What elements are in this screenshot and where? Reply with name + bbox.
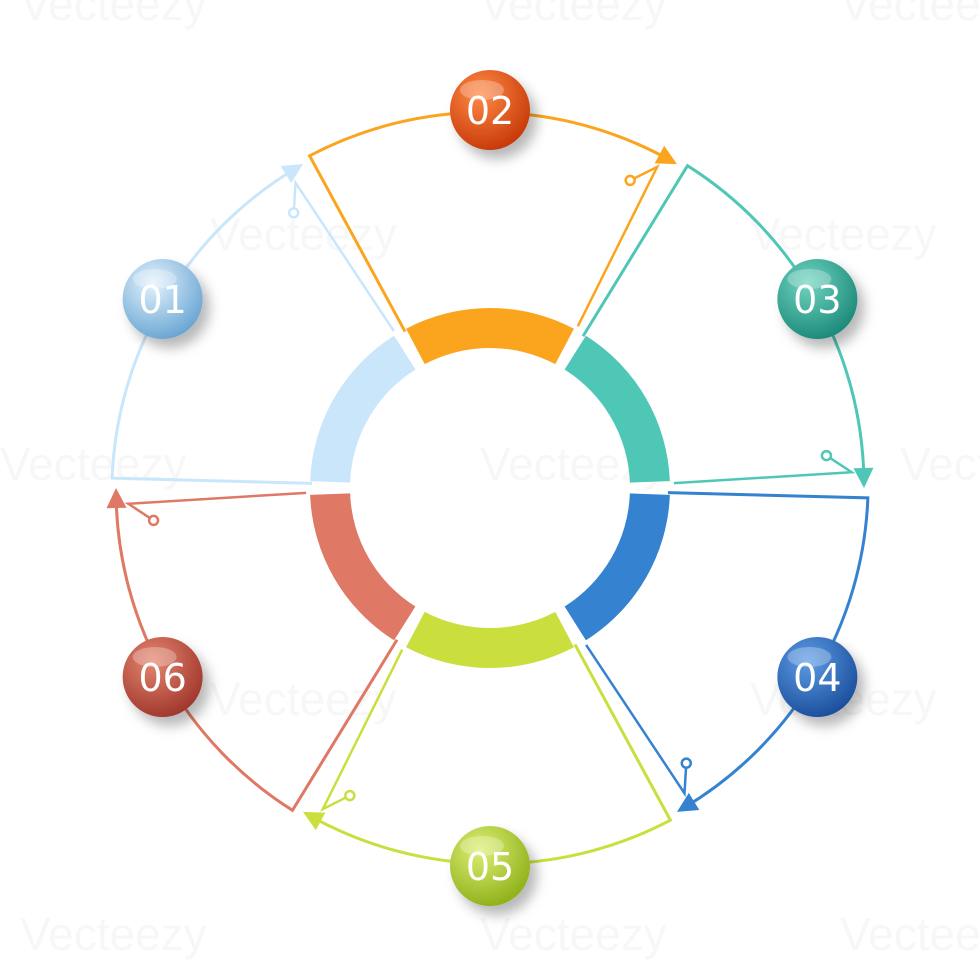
step-number-label: 01 [138,278,186,322]
step-badge-03: 03 [777,259,858,339]
watermark-text: Vecteezy [20,908,207,960]
badge-layer: 01 02 03 04 05 06 [122,70,858,906]
step-number-label: 05 [466,845,514,889]
inner-ring [310,308,670,668]
watermark-text: Vecteezy [840,0,980,30]
step-number-label: 02 [466,89,514,133]
watermark-text: Vecteezy [210,208,397,260]
step-number-label: 04 [793,656,841,700]
step-badge-05: 05 [450,826,530,906]
arrow-icon [303,811,326,831]
ring-segment-04 [564,493,670,641]
ring-segment-01 [310,335,416,483]
ring-segment-06 [310,493,416,641]
watermark-text: Vecteezy [750,208,937,260]
step-badge-04: 04 [777,637,858,717]
watermark-layer: VecteezyVecteezyVecteezyVecteezyVecteezy… [0,0,980,960]
step-number-label: 06 [138,656,186,700]
watermark-text: Vecteezy [900,438,980,490]
ring-segment-05 [406,611,574,668]
outline-layer [106,110,874,866]
watermark-text: Vecteezy [480,908,667,960]
step-badge-01: 01 [122,259,203,339]
arrow-icon [853,467,874,488]
ring-segment-03 [564,335,670,483]
watermark-text: Vecteezy [840,908,980,960]
watermark-text: Vecteezy [210,673,397,725]
step-badge-02: 02 [450,70,530,150]
ring-segment-02 [406,308,574,365]
watermark-text: Vecteezy [20,0,207,30]
watermark-text: Vecteezy [0,438,187,490]
arrow-icon [106,488,127,509]
arrow-icon [280,164,303,184]
step-badge-06: 06 [122,637,203,717]
step-number-label: 03 [793,278,841,322]
arrow-icon [677,792,700,812]
watermark-text: Vecteezy [480,0,667,30]
arrow-icon [654,145,677,165]
